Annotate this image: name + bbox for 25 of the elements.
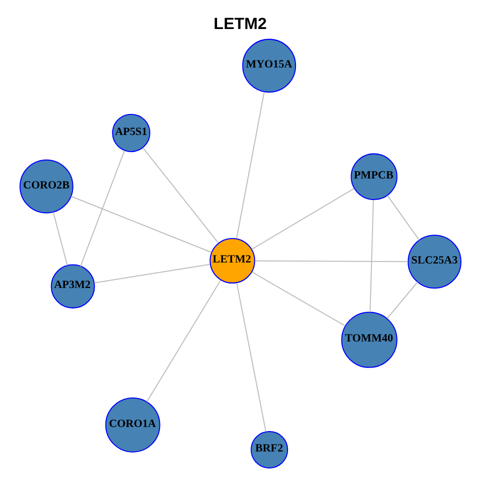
connector [70,195,212,252]
node-circle: AP5S1 [112,113,150,152]
node-circle: BRF2 [250,430,288,468]
node-circle: MYO15A [242,38,296,92]
connector [142,146,218,243]
connector [52,212,68,266]
node-circle: AP3M2 [50,264,94,308]
node-circle: CORO2B [19,159,73,213]
connector [236,282,266,432]
node-circle: SLC25A3 [407,234,461,288]
connector [80,150,124,266]
connector [386,194,420,240]
diagram-title: LETM2 [213,14,266,33]
connector [251,188,354,250]
connector [369,200,374,312]
connector [236,91,264,238]
node-circle: TOMM40 [340,311,397,368]
connector [254,260,408,262]
node-circle: LETM2 [209,237,255,284]
connector [146,279,221,402]
connector [94,263,210,283]
node-circle: CORO1A [104,396,160,452]
node-circle: PMPCB [350,152,397,200]
connector [251,271,345,326]
connector [386,281,418,318]
